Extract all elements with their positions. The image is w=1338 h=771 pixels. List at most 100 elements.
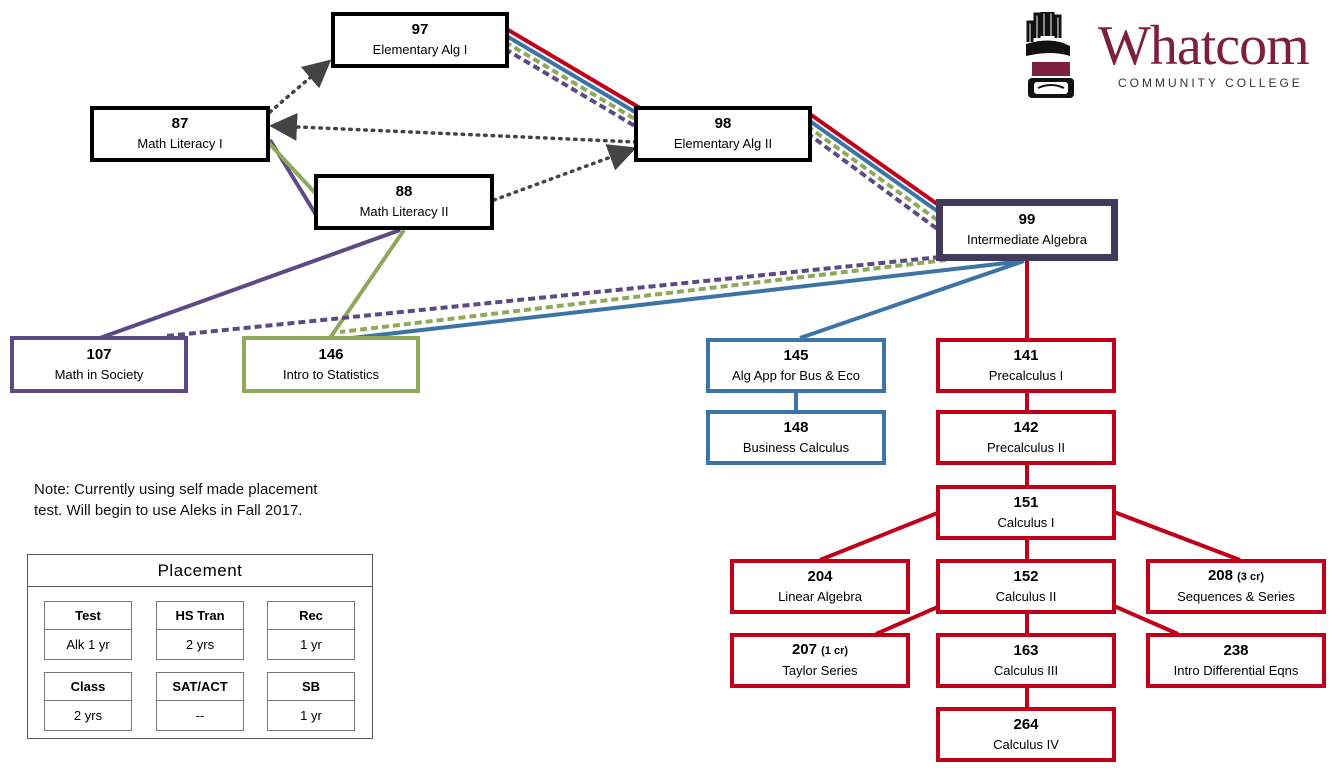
course-98[interactable]: 98 Elementary Alg II bbox=[634, 106, 812, 162]
placement-cell-value: -- bbox=[195, 708, 205, 723]
course-97[interactable]: 97 Elementary Alg I bbox=[331, 12, 509, 68]
course-number: 97 bbox=[411, 21, 429, 38]
course-208[interactable]: 208 (3 cr) Sequences & Series bbox=[1146, 559, 1326, 614]
course-number: 204 bbox=[807, 567, 833, 585]
college-logo: Whatcom COMMUNITY COLLEGE bbox=[1022, 12, 1338, 102]
course-107[interactable]: 107 Math in Society bbox=[10, 336, 188, 393]
edge-99-107 bbox=[165, 255, 941, 338]
edge-151-208 bbox=[1113, 510, 1241, 562]
edge-152-207 bbox=[875, 604, 941, 636]
placement-arrows bbox=[268, 59, 638, 202]
placement-cell-class: Class 2 yrs bbox=[44, 672, 132, 731]
course-number-with-credit: 207 (1 cr) bbox=[792, 641, 848, 660]
edge-88-146 bbox=[328, 228, 406, 340]
placement-cell-label: SAT/ACT bbox=[157, 673, 243, 701]
course-name: Math Literacy I bbox=[137, 136, 223, 151]
placement-cell-label: HS Tran bbox=[157, 602, 243, 630]
course-number: 107 bbox=[86, 345, 112, 363]
placement-table: Placement Test Alk 1 yr HS Tran 2 yrs Re… bbox=[27, 554, 373, 739]
course-name: Sequences & Series bbox=[1177, 589, 1295, 604]
course-88[interactable]: 88 Math Literacy II bbox=[314, 174, 494, 230]
course-204[interactable]: 204 Linear Algebra bbox=[730, 559, 910, 614]
course-264[interactable]: 264 Calculus IV bbox=[936, 707, 1116, 762]
course-number: 87 bbox=[171, 115, 189, 132]
course-148[interactable]: 148 Business Calculus bbox=[706, 410, 886, 465]
course-number: 88 bbox=[395, 183, 413, 200]
course-151[interactable]: 151 Calculus I bbox=[936, 485, 1116, 540]
course-name: Business Calculus bbox=[742, 439, 850, 455]
edge-99-146-green bbox=[339, 258, 947, 334]
course-name: Calculus III bbox=[993, 662, 1059, 678]
placement-cell-hs-tran: HS Tran 2 yrs bbox=[156, 601, 244, 660]
edge-99-145 bbox=[799, 259, 1025, 340]
placement-cell-value: 2 yrs bbox=[73, 708, 103, 723]
course-number: 264 bbox=[1013, 715, 1039, 733]
course-152[interactable]: 152 Calculus II bbox=[936, 559, 1116, 614]
course-name: Alg App for Bus & Eco bbox=[732, 367, 860, 383]
course-146[interactable]: 146 Intro to Statistics bbox=[242, 336, 420, 393]
totem-mask-icon bbox=[1026, 12, 1074, 98]
course-number: 151 bbox=[1013, 493, 1039, 511]
course-number: 207 bbox=[791, 641, 817, 658]
course-145[interactable]: 145 Alg App for Bus & Eco bbox=[706, 338, 886, 393]
logo-wordmark: Whatcom bbox=[1098, 15, 1310, 77]
course-number: 208 bbox=[1207, 567, 1233, 584]
course-name: Linear Algebra bbox=[778, 588, 862, 604]
logo-subtitle: COMMUNITY COLLEGE bbox=[1118, 76, 1303, 90]
placement-cell-label: Rec bbox=[268, 602, 354, 630]
placement-note: Note: Currently using self made placemen… bbox=[34, 481, 318, 519]
edge-88-107 bbox=[99, 228, 401, 340]
course-163[interactable]: 163 Calculus III bbox=[936, 633, 1116, 688]
course-number-with-credit: 208 (3 cr) bbox=[1208, 567, 1264, 586]
placement-title: Placement bbox=[28, 555, 372, 587]
bundle-98-99 bbox=[805, 110, 942, 233]
course-name: Calculus I bbox=[997, 514, 1055, 530]
course-name: Precalculus II bbox=[986, 439, 1066, 455]
course-name: Intro Differential Eqns bbox=[1173, 662, 1299, 678]
placement-cell-label: Class bbox=[45, 673, 131, 701]
course-name: Elementary Alg II bbox=[673, 136, 773, 151]
placement-cell-value: 2 yrs bbox=[185, 637, 215, 652]
placement-cell-value: 1 yr bbox=[300, 708, 322, 723]
course-name: Elementary Alg I bbox=[372, 42, 468, 57]
credit-note: (3 cr) bbox=[1237, 571, 1265, 583]
placement-cell-label: SB bbox=[268, 673, 354, 701]
credit-note: (1 cr) bbox=[821, 645, 849, 657]
course-number: 141 bbox=[1013, 346, 1039, 364]
placement-cell-sat-act: SAT/ACT -- bbox=[156, 672, 244, 731]
course-name: Math Literacy II bbox=[359, 204, 449, 219]
course-number: 163 bbox=[1013, 641, 1039, 659]
placement-cell-label: Test bbox=[45, 602, 131, 630]
course-number: 146 bbox=[318, 345, 344, 363]
placement-cell-test: Test Alk 1 yr bbox=[44, 601, 132, 660]
edge-99-146-blue bbox=[351, 259, 1025, 340]
course-141[interactable]: 141 Precalculus I bbox=[936, 338, 1116, 393]
course-name: Calculus II bbox=[995, 588, 1057, 604]
course-142[interactable]: 142 Precalculus II bbox=[936, 410, 1116, 465]
course-name: Precalculus I bbox=[988, 367, 1064, 383]
placement-cell-value: 1 yr bbox=[300, 637, 322, 652]
placement-cell-rec: Rec 1 yr bbox=[267, 601, 355, 660]
course-207[interactable]: 207 (1 cr) Taylor Series bbox=[730, 633, 910, 688]
course-name: Intro to Statistics bbox=[282, 366, 380, 382]
course-number: 152 bbox=[1013, 567, 1039, 585]
placement-cell-sb: SB 1 yr bbox=[267, 672, 355, 731]
course-number: 98 bbox=[714, 115, 732, 132]
course-name: Math in Society bbox=[54, 366, 144, 382]
course-name: Intermediate Algebra bbox=[967, 232, 1087, 247]
course-name: Calculus IV bbox=[993, 736, 1059, 752]
course-number: 99 bbox=[1018, 211, 1036, 228]
course-name: Taylor Series bbox=[782, 663, 858, 678]
course-number: 238 bbox=[1223, 641, 1249, 659]
course-238[interactable]: 238 Intro Differential Eqns bbox=[1146, 633, 1326, 688]
bundle-97-98 bbox=[503, 26, 642, 131]
edge-87-88-green bbox=[264, 138, 320, 198]
course-number: 142 bbox=[1013, 418, 1039, 436]
course-99[interactable]: 99 Intermediate Algebra bbox=[936, 199, 1118, 261]
edge-151-204 bbox=[819, 510, 941, 562]
placement-cell-value: Alk 1 yr bbox=[66, 637, 110, 652]
course-87[interactable]: 87 Math Literacy I bbox=[90, 106, 270, 162]
course-number: 148 bbox=[783, 418, 809, 436]
course-number: 145 bbox=[783, 346, 809, 364]
